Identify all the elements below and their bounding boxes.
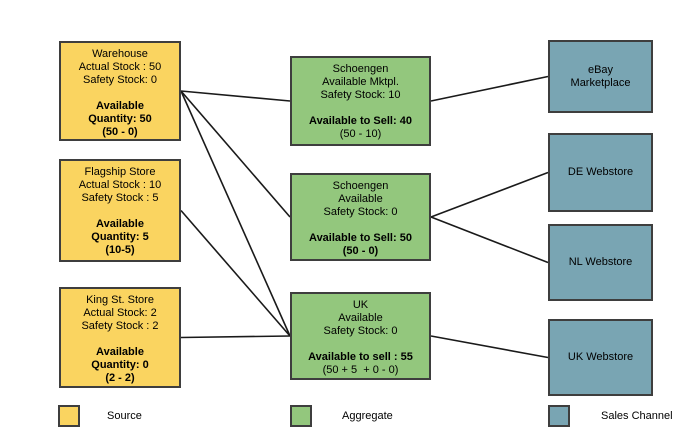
available-to-sell: Available to Sell: 40 — [309, 115, 412, 127]
legend-swatch-source — [58, 405, 80, 427]
node-subtitle: Available — [338, 193, 383, 205]
legend-swatch-sales-channel — [548, 405, 570, 427]
safety-stock: Safety Stock : 2 — [81, 320, 159, 332]
available-label: Available — [96, 218, 144, 230]
legend-label-source: Source — [107, 410, 142, 422]
spacer — [292, 219, 429, 232]
spacer — [61, 205, 179, 218]
spacer — [292, 338, 429, 351]
available-quantity: Quantity: 0 — [91, 359, 149, 371]
legend-swatch-aggregate — [290, 405, 312, 427]
available-quantity: Quantity: 50 — [88, 113, 152, 125]
spacer — [61, 333, 179, 346]
calculation: (50 - 0) — [342, 245, 379, 257]
calculation: (10-5) — [105, 244, 135, 256]
node-title: Flagship Store — [84, 166, 156, 178]
actual-stock: Actual Stock : 50 — [78, 61, 162, 73]
source-node-warehouse: Warehouse Actual Stock : 50 Safety Stock… — [59, 41, 181, 141]
safety-stock: Safety Stock: 0 — [83, 74, 157, 86]
available-label: Available — [96, 346, 144, 358]
calculation: (50 - 0) — [102, 126, 138, 138]
calculation: (2 - 2) — [105, 372, 135, 384]
node-subtitle: Available — [338, 312, 383, 324]
source-node-flagship-store: Flagship Store Actual Stock : 10 Safety … — [59, 159, 181, 262]
safety-stock: Safety Stock: 10 — [320, 89, 401, 101]
node-title: Schoengen — [332, 63, 389, 75]
safety-stock: Safety Stock: 0 — [323, 206, 398, 218]
channel-node-uk-webstore: UK Webstore — [548, 319, 653, 396]
spacer — [292, 102, 429, 115]
channel-label: UK Webstore — [567, 351, 634, 363]
node-title: King St. Store — [86, 294, 154, 306]
spacer — [61, 87, 179, 100]
calculation: (50 - 10) — [339, 128, 382, 140]
actual-stock: Actual Stock : 10 — [78, 179, 162, 191]
actual-stock: Actual Stock: 2 — [83, 307, 157, 319]
safety-stock: Safety Stock : 5 — [81, 192, 159, 204]
node-title: Schoengen — [332, 180, 389, 192]
available-to-sell: Available to Sell: 50 — [309, 232, 412, 244]
node-subtitle: Available Mktpl. — [322, 76, 399, 88]
aggregate-node-uk-available: UK Available Safety Stock: 0 Available t… — [290, 292, 431, 380]
aggregate-node-schoengen-available: Schoengen Available Safety Stock: 0 Avai… — [290, 173, 431, 261]
node-title: UK — [352, 299, 369, 311]
aggregate-node-schoengen-mktpl: Schoengen Available Mktpl. Safety Stock:… — [290, 56, 431, 146]
channel-label: NL Webstore — [568, 256, 633, 268]
source-node-king-st-store: King St. Store Actual Stock: 2 Safety St… — [59, 287, 181, 388]
legend-label-aggregate: Aggregate — [342, 410, 393, 422]
node-title: Warehouse — [92, 48, 148, 60]
safety-stock: Safety Stock: 0 — [323, 325, 398, 337]
available-quantity: Quantity: 5 — [91, 231, 149, 243]
channel-node-ebay-marketplace: eBay Marketplace — [548, 40, 653, 113]
calculation: (50 + 5 + 0 - 0) — [322, 364, 399, 376]
legend-label-sales-channel: Sales Channel — [601, 410, 673, 422]
channel-label: DE Webstore — [567, 166, 634, 178]
channel-label: eBay Marketplace — [570, 63, 631, 89]
channel-node-de-webstore: DE Webstore — [548, 133, 653, 212]
channel-node-nl-webstore: NL Webstore — [548, 224, 653, 301]
available-label: Available — [96, 100, 144, 112]
available-to-sell: Available to sell : 55 — [308, 351, 413, 363]
